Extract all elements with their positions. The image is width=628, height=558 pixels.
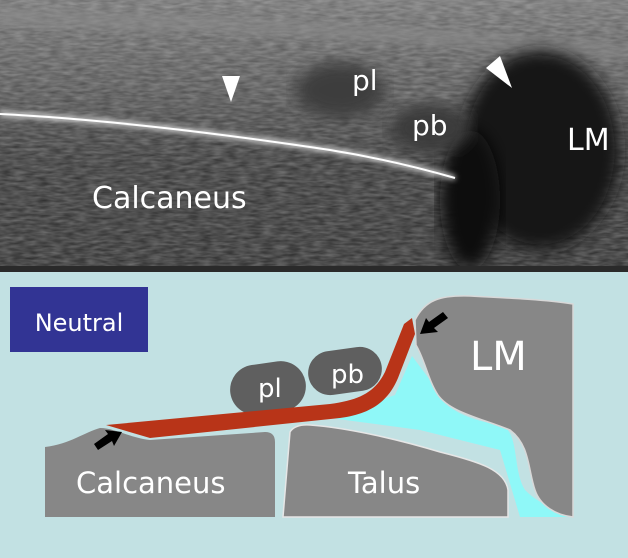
diagram-label-pl: pl — [258, 374, 282, 404]
panel-divider — [0, 266, 628, 272]
calcaneus-bone — [45, 428, 275, 517]
pb-tendon-echo — [390, 104, 470, 152]
acoustic-shadow — [440, 130, 500, 270]
peroneal-retinaculum-tendon — [106, 318, 415, 438]
arrow-malleolus-icon — [420, 312, 448, 334]
peroneus-longus — [230, 361, 306, 415]
diagram-label-pb: pb — [331, 360, 364, 390]
state-badge-label: Neutral — [35, 309, 124, 337]
arrowhead-left-icon — [222, 76, 240, 102]
diagram-label-talus: Talus — [347, 466, 420, 500]
diagram-panel: pl pb Calcaneus Talus LM Neutral — [0, 272, 628, 558]
calcaneus-cortex-line-core — [0, 113, 456, 179]
fluid-region — [330, 356, 573, 517]
arrowhead-right-icon — [486, 56, 512, 88]
lateral-malleolus-bone — [414, 295, 574, 518]
pl-tendon-echo — [295, 62, 385, 118]
diagram-label-calcaneus: Calcaneus — [76, 466, 226, 500]
us-label-calcaneus: Calcaneus — [92, 181, 247, 216]
arrow-calcaneus-icon — [94, 430, 122, 450]
diagram-label-lm: LM — [470, 334, 527, 380]
skin-layer — [0, 8, 628, 60]
us-label-lm: LM — [567, 123, 610, 158]
state-badge — [10, 287, 148, 352]
us-label-pb: pb — [412, 109, 448, 142]
ultrasound-panel: pl pb LM Calcaneus — [0, 0, 628, 270]
peroneus-brevis — [308, 346, 382, 396]
talus-bone — [282, 424, 509, 518]
us-label-pl: pl — [352, 64, 378, 97]
